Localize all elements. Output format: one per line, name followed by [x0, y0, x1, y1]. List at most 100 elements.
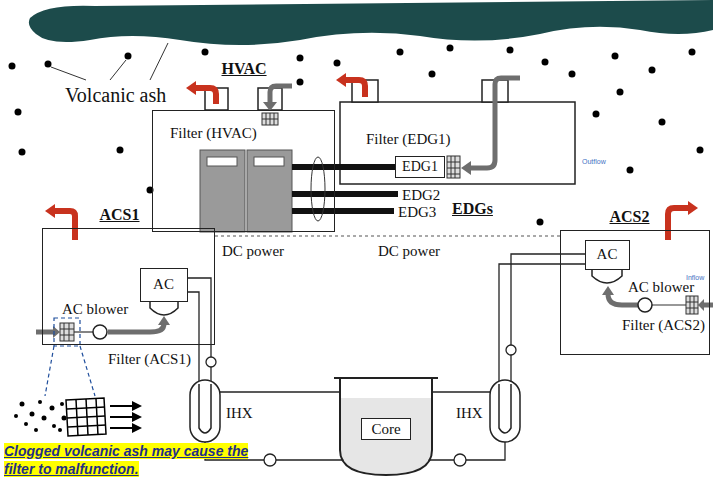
filter-symbol	[447, 156, 460, 178]
power-cable	[292, 191, 398, 197]
pipe-valve	[454, 454, 466, 466]
ihx-symbol	[190, 380, 220, 442]
coolant-pipe	[188, 292, 199, 382]
ash-dot	[447, 45, 454, 52]
ash-dot	[9, 45, 704, 226]
ash-dot	[617, 89, 624, 96]
zoom-frame	[80, 346, 95, 396]
core-box: Core	[361, 418, 411, 440]
clogged-filter-illustration	[132, 401, 142, 411]
filter-symbol	[69, 323, 70, 341]
ash-dot	[612, 53, 619, 60]
ash-dot	[117, 147, 124, 154]
power-cable	[292, 164, 395, 170]
blower-housing	[592, 270, 622, 283]
clogged-filter-illustration	[68, 425, 106, 427]
reactor-vessel	[341, 398, 431, 474]
clogged-filter-illustration	[66, 398, 106, 436]
power-line	[215, 235, 560, 236]
label-anchor: DC power	[222, 242, 284, 260]
filter-symbol	[686, 296, 698, 314]
clogged-filter-illustration	[67, 407, 105, 409]
exhaust-arrowhead	[45, 204, 55, 218]
flow-label: Outflow	[582, 158, 606, 165]
heading-anchor: ACS1	[100, 206, 140, 224]
generator-box: EDG1	[395, 156, 445, 178]
intake-arrow	[704, 303, 713, 308]
power-label: DC power	[378, 243, 440, 259]
label-anchor: Volcanic ash	[65, 84, 166, 106]
zoom-frame	[45, 318, 95, 396]
label-anchor: EDGs	[452, 200, 493, 218]
ash-dot	[697, 147, 704, 154]
clogged-filter-illustration	[132, 423, 142, 433]
clogged-filter-illustration	[110, 427, 134, 429]
ihx-label: IHX	[456, 405, 483, 421]
building-heading: HVAC	[222, 60, 267, 77]
intake-arrow	[270, 86, 292, 103]
clogged-filter-illustration	[58, 428, 62, 432]
cable-bundle	[311, 157, 325, 221]
filter-symbol	[60, 329, 74, 330]
clogged-filter-illustration	[30, 412, 35, 417]
filter-symbol	[686, 302, 698, 303]
clogged-filter-illustration	[50, 406, 55, 411]
edg-chimney	[352, 80, 508, 102]
filter-symbol	[447, 156, 460, 178]
filter-symbol	[447, 162, 460, 163]
ash-dot	[202, 49, 209, 56]
label-anchor: IHX	[226, 404, 253, 422]
filter-symbol	[451, 156, 452, 178]
blower-housing	[150, 302, 178, 315]
ash-dot	[627, 167, 634, 174]
exhaust-arrow	[196, 88, 216, 104]
box-text: AC	[597, 246, 618, 263]
ihx-symbol	[490, 380, 520, 442]
power-cable	[292, 164, 398, 214]
callout-text: Volcanic ash	[65, 84, 166, 106]
clogged-filter-illustration	[38, 400, 42, 404]
filter-label: Filter (ACS1)	[108, 351, 191, 367]
ash-dot	[689, 49, 696, 56]
ash-dot	[537, 219, 544, 226]
clogged-filter-illustration	[42, 416, 47, 421]
clogged-filter-illustration	[20, 402, 25, 407]
intake-arrowhead	[602, 286, 614, 295]
ash-dot	[297, 79, 304, 86]
ash-dot	[593, 111, 600, 118]
group-label: EDGs	[452, 200, 493, 217]
power-cable	[292, 208, 394, 214]
intake-arrowhead	[698, 299, 704, 311]
label-anchor: Filter (EDG1)	[366, 130, 451, 148]
power-panel	[207, 157, 237, 166]
label-anchor: Filter (HVAC)	[170, 124, 257, 142]
power-panel	[200, 150, 292, 232]
label-anchor: Filter (ACS2)	[622, 316, 705, 334]
ash-dot	[125, 53, 132, 60]
filter-label: Filter (HVAC)	[170, 125, 257, 141]
blower-label: AC blower	[628, 279, 694, 295]
ash-dot	[429, 71, 436, 78]
ihx-symbol	[199, 384, 211, 433]
ihx-label: IHX	[226, 405, 253, 421]
filter-symbol	[455, 156, 456, 178]
ash-dot	[659, 119, 666, 126]
clogged-filter-illustration	[67, 416, 105, 418]
generator-label: EDG3	[398, 204, 436, 220]
exhaust-arrow	[55, 80, 688, 240]
ihx-symbol	[499, 384, 511, 433]
label-anchor: Clogged volcanic ash may cause the filte…	[4, 442, 266, 478]
flow-label: Inflow	[686, 274, 704, 281]
leader-line	[110, 60, 126, 80]
exhaust-arrowhead	[45, 73, 698, 218]
clogged-filter-illustration	[62, 416, 67, 421]
intake-arrow	[608, 294, 638, 305]
filter-symbol	[447, 168, 460, 169]
exhaust-arrow	[346, 80, 365, 97]
power-label: DC power	[222, 243, 284, 259]
clogged-filter-illustration	[24, 422, 28, 426]
clogged-filter-illustration	[132, 412, 142, 422]
intake-arrowhead	[158, 316, 170, 325]
intake-arrow	[36, 330, 54, 335]
ash-dot	[649, 67, 656, 74]
